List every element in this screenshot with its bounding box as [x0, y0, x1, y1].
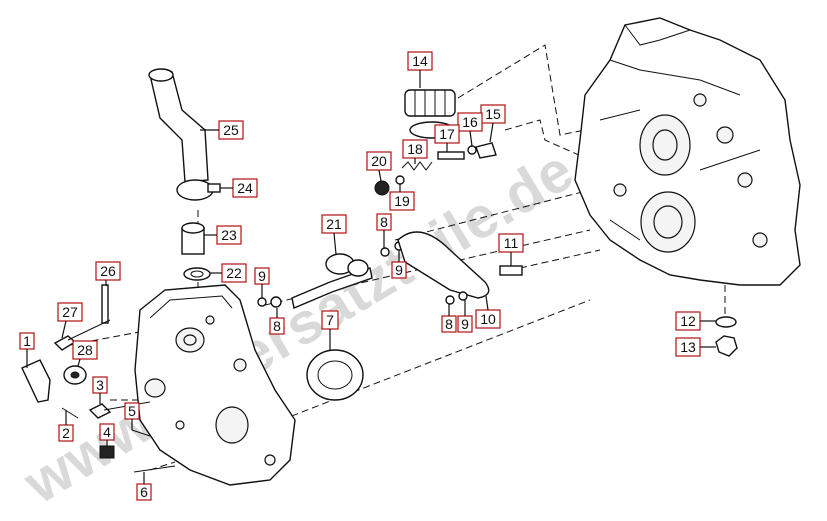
- callout-15[interactable]: 15: [480, 104, 506, 143]
- callout-17[interactable]: 17: [434, 124, 460, 152]
- svg-text:6: 6: [140, 484, 148, 500]
- callout-13[interactable]: 13: [675, 337, 716, 357]
- svg-text:19: 19: [394, 193, 410, 209]
- callout-14[interactable]: 14: [407, 51, 433, 88]
- callout-10[interactable]: 10: [475, 295, 501, 329]
- svg-text:20: 20: [371, 153, 387, 169]
- callout-20[interactable]: 20: [366, 151, 392, 182]
- callout-8c[interactable]: 8: [441, 304, 457, 333]
- svg-text:4: 4: [103, 424, 111, 440]
- callout-6[interactable]: 6: [136, 472, 152, 501]
- svg-text:8: 8: [445, 316, 453, 332]
- svg-text:9: 9: [258, 268, 266, 284]
- svg-text:10: 10: [480, 311, 496, 327]
- callout-2[interactable]: 2: [58, 410, 74, 442]
- callout-18[interactable]: 18: [402, 139, 428, 164]
- callout-23[interactable]: 23: [204, 225, 242, 245]
- svg-text:24: 24: [237, 180, 253, 196]
- svg-text:23: 23: [221, 227, 237, 243]
- callout-16[interactable]: 16: [457, 112, 483, 147]
- svg-text:27: 27: [62, 304, 78, 320]
- svg-text:3: 3: [96, 377, 104, 393]
- callout-3[interactable]: 3: [92, 376, 108, 404]
- breather-hose: [148, 68, 209, 183]
- svg-text:7: 7: [326, 312, 334, 328]
- svg-text:13: 13: [680, 339, 696, 355]
- callout-7[interactable]: 7: [321, 310, 339, 350]
- svg-text:18: 18: [407, 141, 423, 157]
- callout-28[interactable]: 28: [72, 340, 98, 367]
- svg-text:9: 9: [461, 316, 469, 332]
- callout-5[interactable]: 5: [124, 402, 140, 430]
- callout-8b[interactable]: 8: [376, 213, 392, 248]
- callout-4[interactable]: 4: [99, 423, 115, 446]
- callouts: 1 2 3 4 5 6: [19, 51, 716, 501]
- svg-text:17: 17: [439, 126, 455, 142]
- svg-text:25: 25: [223, 122, 239, 138]
- callout-9c[interactable]: 9: [457, 300, 473, 333]
- callout-12[interactable]: 12: [675, 311, 716, 331]
- svg-text:22: 22: [226, 265, 242, 281]
- svg-text:16: 16: [462, 114, 478, 130]
- callout-22[interactable]: 22: [210, 263, 247, 283]
- callout-25[interactable]: 25: [200, 120, 244, 140]
- svg-text:12: 12: [680, 313, 696, 329]
- svg-text:14: 14: [412, 53, 428, 69]
- callout-19[interactable]: 19: [389, 184, 415, 211]
- svg-text:11: 11: [504, 235, 519, 251]
- callout-8a[interactable]: 8: [269, 308, 285, 335]
- callout-9b[interactable]: 9: [391, 250, 407, 279]
- callout-9a[interactable]: 9: [254, 267, 270, 298]
- callout-26[interactable]: 26: [95, 261, 121, 286]
- svg-text:2: 2: [62, 425, 70, 441]
- crankcase-cover-left: [134, 284, 296, 486]
- callout-24[interactable]: 24: [220, 178, 258, 198]
- svg-text:5: 5: [128, 403, 136, 419]
- svg-text:8: 8: [273, 318, 281, 334]
- crankcase-right: [574, 17, 801, 286]
- svg-text:1: 1: [23, 333, 31, 349]
- callout-11[interactable]: 11: [498, 233, 524, 266]
- callout-21[interactable]: 21: [321, 214, 347, 255]
- svg-text:8: 8: [380, 214, 388, 230]
- callout-1[interactable]: 1: [19, 332, 35, 368]
- svg-text:28: 28: [77, 342, 93, 358]
- svg-text:9: 9: [395, 262, 403, 278]
- svg-text:15: 15: [485, 106, 501, 122]
- svg-text:21: 21: [326, 216, 342, 232]
- svg-text:26: 26: [100, 263, 116, 279]
- callout-27[interactable]: 27: [57, 302, 83, 339]
